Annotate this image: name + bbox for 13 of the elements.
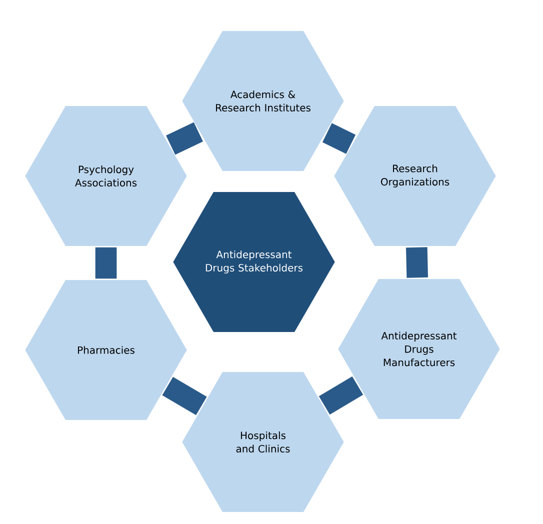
stakeholder-hexagon: Academics & Research Institutes xyxy=(180,30,346,172)
stakeholder-hexagon: Research Organizations xyxy=(332,104,498,248)
stakeholder-hexagon: Antidepressant Drugs Manufacturers xyxy=(336,278,502,420)
stakeholder-hexagon: Hospitals and Clinics xyxy=(180,370,346,514)
connector-band xyxy=(95,247,117,279)
stakeholder-hexagon: Psychology Associations xyxy=(24,104,188,248)
connector-band xyxy=(166,122,203,155)
connector-band xyxy=(162,376,207,416)
stakeholder-hexagon: Pharmacies xyxy=(24,278,188,422)
connector-band xyxy=(318,376,364,415)
connector-band xyxy=(406,247,428,278)
center-hexagon: Antidepressant Drugs Stakeholders xyxy=(172,190,336,334)
connector-band xyxy=(322,123,356,154)
